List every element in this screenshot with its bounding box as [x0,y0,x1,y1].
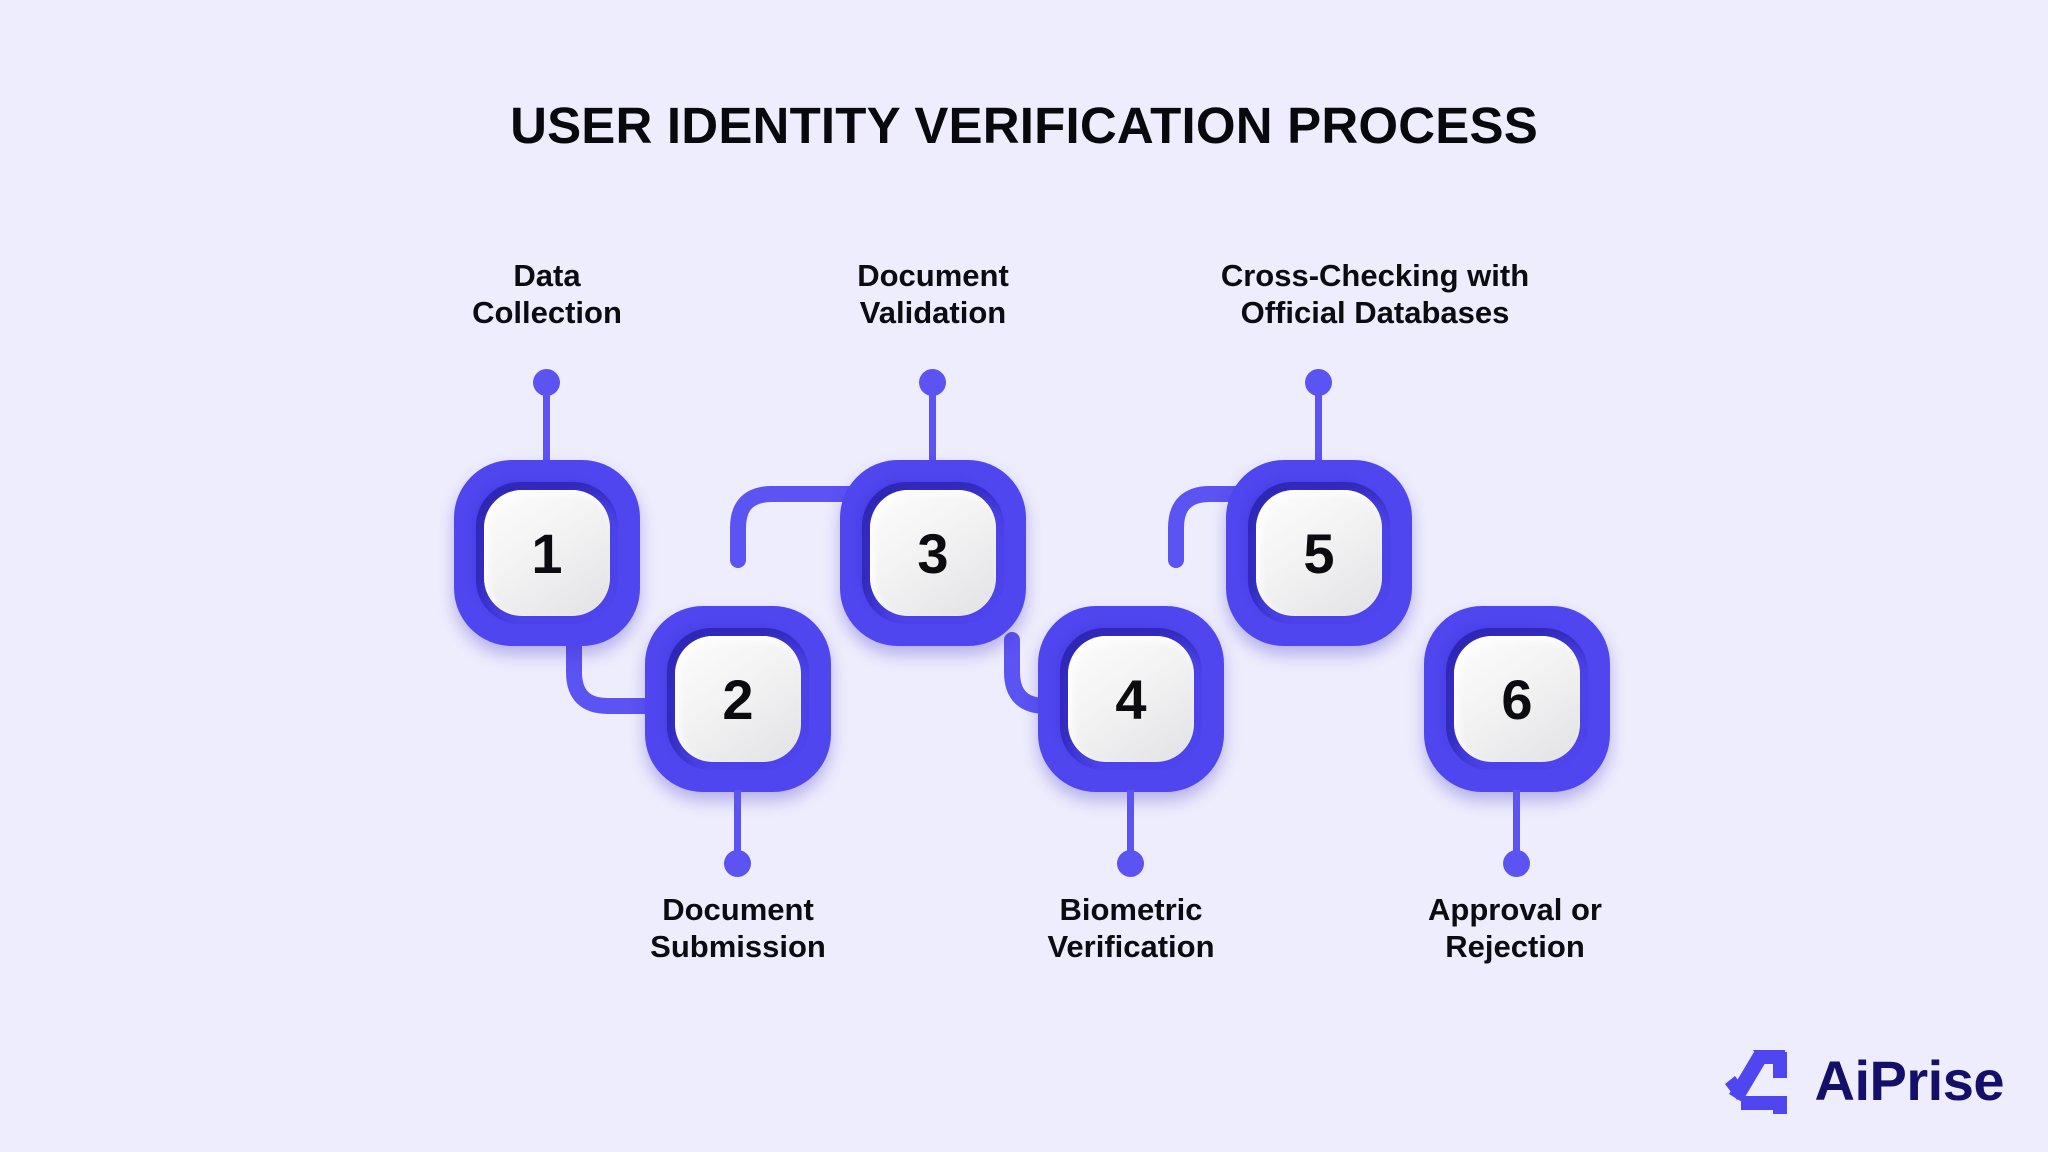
step-number-5: 5 [1256,490,1382,616]
step-label-5: Cross-Checking with Official Databases [1220,258,1530,330]
aiprise-triangle-icon [1724,1050,1787,1114]
brand-name: AiPrise [1814,1048,2005,1112]
stem-line-4 [1127,790,1134,862]
brand-logo: AiPrise [1723,1044,2005,1116]
step-label-1: Data Collection [472,258,622,330]
stem-line-5 [1315,382,1322,462]
step-number-1: 1 [484,490,610,616]
stem-dot-2 [724,850,751,877]
step-number-3: 3 [870,490,996,616]
step-node-6[interactable]: 6 [1424,606,1610,792]
step-node-1[interactable]: 1 [454,460,640,646]
stem-line-2 [734,790,741,862]
step-number-6: 6 [1454,636,1580,762]
step-node-4[interactable]: 4 [1038,606,1224,792]
stem-line-6 [1513,790,1520,862]
step-label-4: Biometric Verification [1047,892,1215,964]
step-label-3: Document Validation [857,258,1009,330]
stem-dot-6 [1503,850,1530,877]
step-node-3[interactable]: 3 [840,460,1026,646]
page-title: USER IDENTITY VERIFICATION PROCESS [510,97,1538,154]
stem-dot-4 [1117,850,1144,877]
step-label-2: Document Submission [650,892,826,964]
step-number-2: 2 [675,636,801,762]
stem-line-3 [929,382,936,462]
step-node-5[interactable]: 5 [1226,460,1412,646]
step-label-6: Approval or Rejection [1428,892,1602,964]
step-node-2[interactable]: 2 [645,606,831,792]
stem-line-1 [543,382,550,462]
step-number-4: 4 [1068,636,1194,762]
